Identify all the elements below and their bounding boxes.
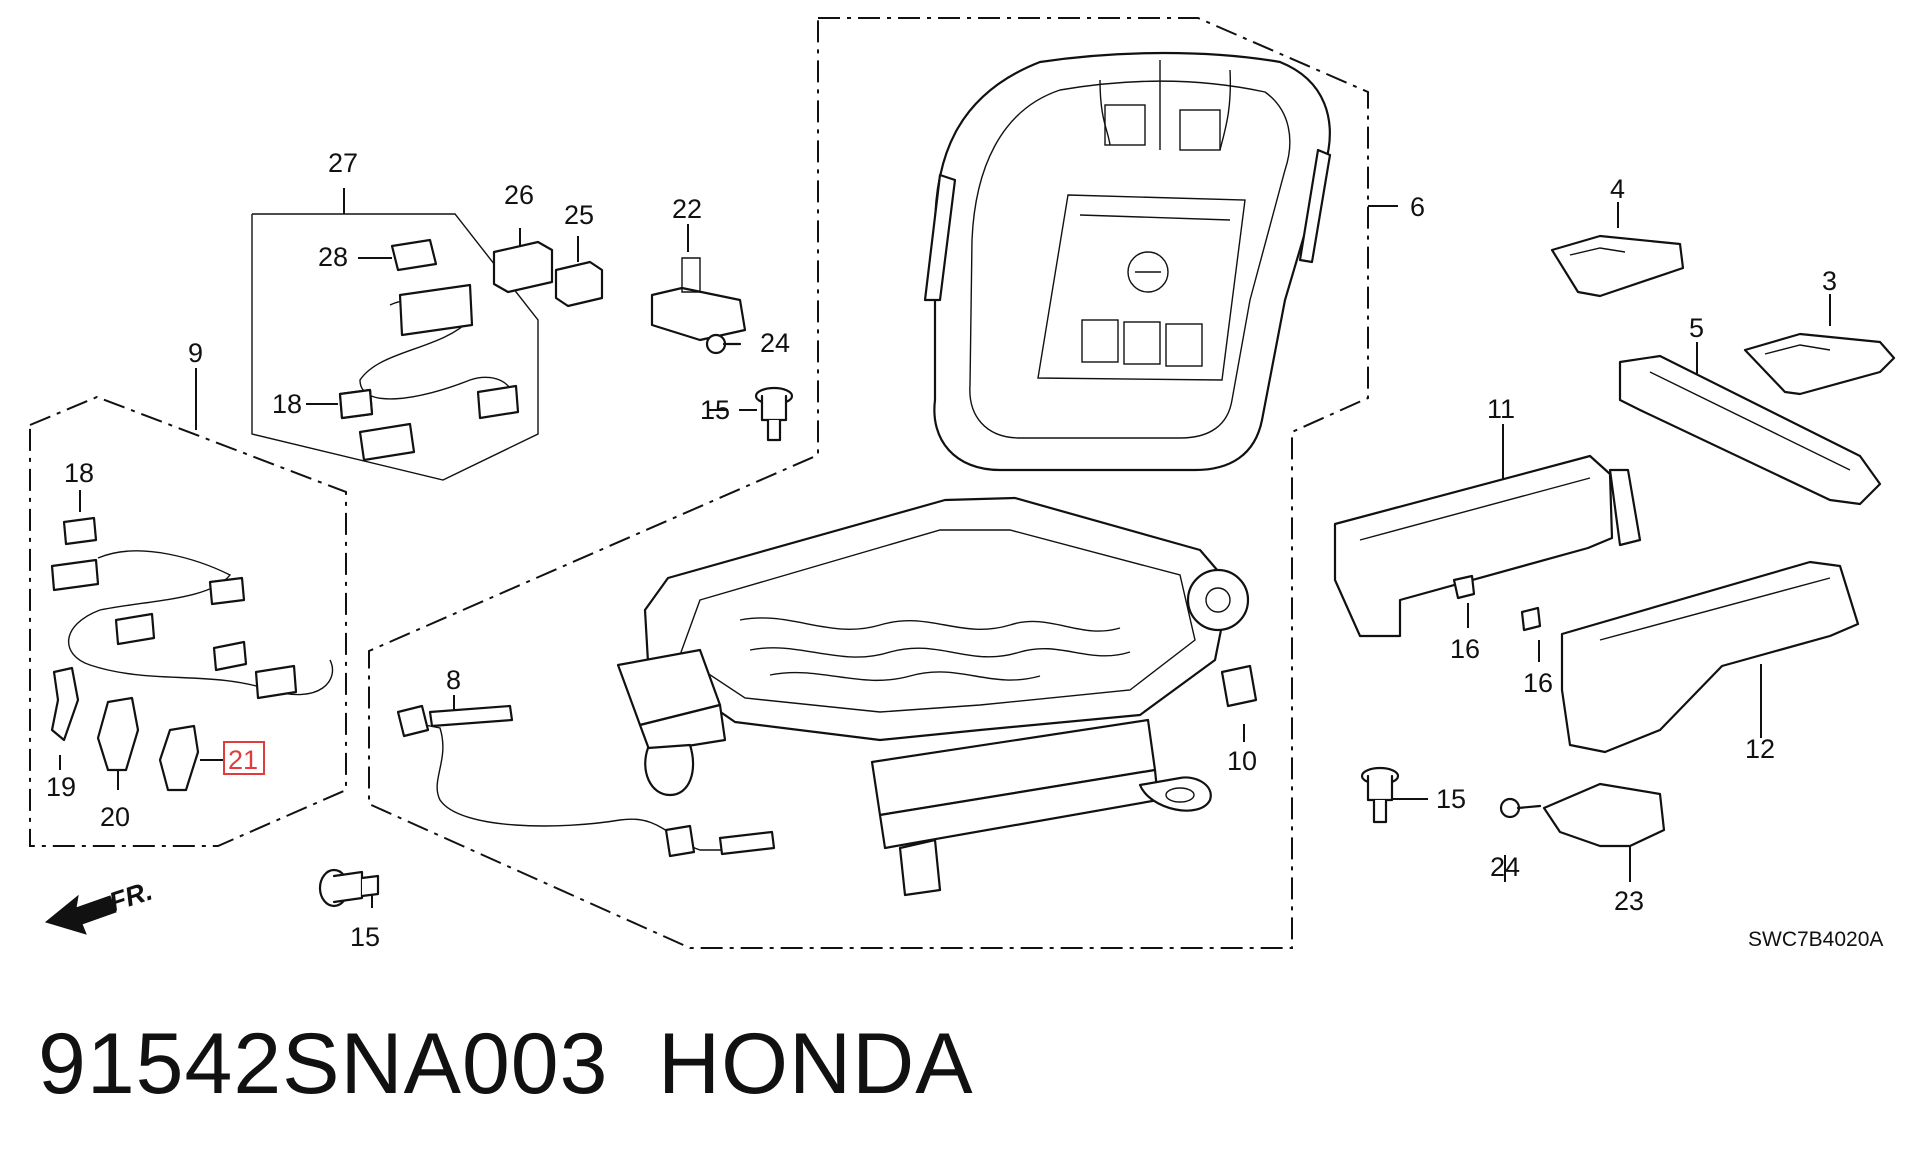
part-23-bracket <box>1542 782 1666 848</box>
part-21-clip <box>158 724 200 792</box>
seat-back-frame <box>923 51 1332 472</box>
small-parts <box>50 234 1896 908</box>
part-16-clip-b <box>1520 606 1542 632</box>
callout-22: 22 <box>672 194 702 224</box>
callout-6: 6 <box>1410 192 1425 222</box>
part-5-bracket <box>1618 354 1882 506</box>
callout-24-right: 24 <box>1490 852 1520 882</box>
callout-5: 5 <box>1689 313 1704 343</box>
footer-brand: HONDA <box>658 1016 974 1112</box>
callout-18-b: 18 <box>272 389 302 419</box>
part-22-bracket <box>650 286 747 342</box>
callout-27: 27 <box>328 148 358 178</box>
group-boundaries <box>29 17 1369 949</box>
part-18-clip-a <box>62 516 98 546</box>
callout-24-top: 24 <box>760 328 790 358</box>
callout-15-bottom: 15 <box>350 922 380 952</box>
part-12-garnish <box>1560 560 1860 754</box>
arrow-left-icon <box>44 894 117 935</box>
callout-16-a: 16 <box>1450 634 1480 664</box>
part-26-relay <box>492 240 554 294</box>
bolt-15-top <box>754 386 794 442</box>
part-25-relay <box>554 260 604 308</box>
callout-28: 28 <box>318 242 348 272</box>
callout-23: 23 <box>1614 886 1644 916</box>
callout-12: 12 <box>1745 734 1775 764</box>
part-10-connector <box>1220 664 1258 708</box>
direction-label: FR. <box>105 876 156 918</box>
front-direction-indicator: FR. <box>44 876 156 935</box>
part-19-clip <box>50 666 80 742</box>
diagram-code: SWC7B4020A <box>1748 928 1883 951</box>
screw-24-right <box>1499 797 1542 819</box>
callout-9: 9 <box>188 338 203 368</box>
part-11-garnish <box>1333 454 1614 638</box>
callout-16-b: 16 <box>1523 668 1553 698</box>
callout-labels: 3 4 5 6 8 9 10 11 12 15 15 15 16 16 18 1… <box>46 148 1837 952</box>
callout-4: 4 <box>1610 174 1625 204</box>
callout-15-right: 15 <box>1436 784 1466 814</box>
part-16-clip-a <box>1452 574 1476 600</box>
callout-19: 19 <box>46 772 76 802</box>
screw-24-top <box>705 333 742 355</box>
part-20-clip <box>96 696 140 772</box>
part-28-clip <box>390 238 438 272</box>
callout-26: 26 <box>504 180 534 210</box>
callout-11: 11 <box>1487 394 1515 424</box>
callout-20: 20 <box>100 802 130 832</box>
callout-8: 8 <box>446 665 461 695</box>
part-3-cover <box>1743 332 1896 396</box>
highlight-box-21 <box>223 741 265 775</box>
seat-cushion-frame <box>616 496 1250 897</box>
bolt-15-bottom <box>318 868 380 908</box>
callout-3: 3 <box>1822 266 1837 296</box>
part-4-cover <box>1550 234 1685 298</box>
footer-part-number: 91542SNA003 <box>38 1016 609 1112</box>
callout-10: 10 <box>1227 746 1257 776</box>
part-18-clip-b <box>338 388 374 420</box>
callout-18-a: 18 <box>64 458 94 488</box>
callout-21: 21 <box>228 745 258 775</box>
callout-25: 25 <box>564 200 594 230</box>
callout-15-top: 15 <box>700 395 730 425</box>
bolt-15-right <box>1360 766 1400 824</box>
part-8-harness <box>409 721 750 851</box>
leader-lines <box>59 188 1831 908</box>
